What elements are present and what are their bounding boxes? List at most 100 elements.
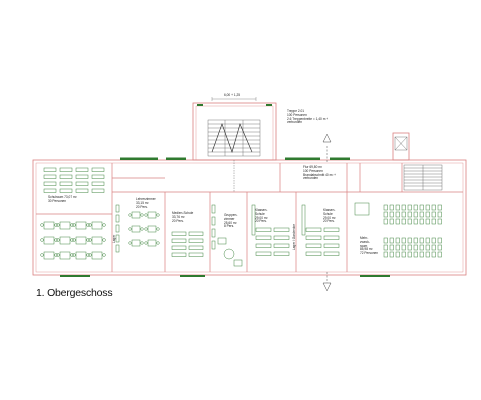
chair bbox=[72, 253, 76, 257]
chair bbox=[437, 244, 442, 251]
desk bbox=[305, 251, 322, 256]
desk bbox=[305, 227, 322, 232]
desk bbox=[255, 243, 272, 248]
chair bbox=[40, 238, 44, 242]
table bbox=[147, 211, 157, 219]
chair bbox=[425, 204, 430, 211]
chair bbox=[401, 244, 406, 251]
chair bbox=[389, 211, 394, 218]
table bbox=[43, 236, 55, 245]
table bbox=[147, 239, 157, 247]
chair bbox=[86, 223, 90, 227]
chair bbox=[144, 227, 148, 231]
chair bbox=[383, 244, 388, 251]
chair bbox=[419, 218, 424, 225]
chair bbox=[383, 204, 388, 211]
desk bbox=[188, 238, 204, 243]
desk bbox=[171, 252, 187, 257]
central-stairs bbox=[207, 119, 261, 192]
desk bbox=[91, 181, 105, 186]
chair bbox=[128, 227, 132, 231]
desk bbox=[59, 188, 73, 193]
shelf bbox=[115, 204, 120, 213]
chair bbox=[56, 238, 60, 242]
table bbox=[91, 221, 103, 230]
chair bbox=[128, 241, 132, 245]
desk bbox=[43, 167, 57, 172]
chair bbox=[431, 218, 436, 225]
chair bbox=[144, 241, 148, 245]
table bbox=[59, 236, 71, 245]
desk bbox=[273, 251, 290, 256]
chair bbox=[413, 244, 418, 251]
chair bbox=[401, 251, 406, 258]
table bbox=[131, 211, 141, 219]
chair bbox=[431, 251, 436, 258]
desk bbox=[323, 243, 340, 248]
desk bbox=[255, 227, 272, 232]
chair bbox=[40, 253, 44, 257]
chair bbox=[389, 251, 394, 258]
chair bbox=[401, 218, 406, 225]
chair bbox=[413, 218, 418, 225]
desk bbox=[171, 231, 187, 236]
section-markers bbox=[322, 133, 332, 292]
chair bbox=[401, 237, 406, 244]
chair bbox=[54, 223, 58, 227]
desk bbox=[323, 251, 340, 256]
chair bbox=[140, 227, 144, 231]
chair bbox=[425, 237, 430, 244]
shelf bbox=[211, 216, 216, 226]
chair bbox=[88, 238, 92, 242]
storage-label-right: Lager / Garderobe bbox=[292, 223, 296, 250]
desk bbox=[171, 238, 187, 243]
chair bbox=[383, 251, 388, 258]
chair bbox=[407, 244, 412, 251]
chair bbox=[437, 218, 442, 225]
desk bbox=[43, 188, 57, 193]
table bbox=[59, 221, 71, 230]
dimension-label: 6,00 + 1,25 bbox=[224, 93, 241, 97]
chair bbox=[413, 204, 418, 211]
chair bbox=[401, 211, 406, 218]
chair bbox=[407, 204, 412, 211]
dimension-line bbox=[211, 97, 257, 101]
outer-walls bbox=[32, 102, 467, 276]
chair bbox=[413, 211, 418, 218]
chair bbox=[72, 238, 76, 242]
shelf bbox=[211, 204, 216, 214]
desk bbox=[43, 181, 57, 186]
table bbox=[43, 221, 55, 230]
chair bbox=[401, 204, 406, 211]
shelf bbox=[115, 244, 120, 253]
chair bbox=[407, 211, 412, 218]
chair bbox=[54, 253, 58, 257]
table bbox=[147, 225, 157, 233]
table bbox=[91, 236, 103, 245]
chair bbox=[437, 204, 442, 211]
right-stairs bbox=[394, 136, 443, 191]
storage-label-left: Lager bbox=[112, 234, 116, 243]
chair bbox=[419, 251, 424, 258]
chair bbox=[395, 211, 400, 218]
round-table bbox=[223, 248, 235, 260]
chair bbox=[395, 204, 400, 211]
table bbox=[131, 225, 141, 233]
table bbox=[217, 237, 227, 245]
table bbox=[91, 251, 103, 260]
furniture bbox=[40, 167, 442, 267]
chair bbox=[144, 213, 148, 217]
chair bbox=[56, 223, 60, 227]
window-bands bbox=[60, 104, 390, 277]
desk bbox=[188, 231, 204, 236]
floor-title: 1. Obergeschoss bbox=[36, 287, 113, 299]
chair bbox=[54, 238, 58, 242]
chair bbox=[413, 251, 418, 258]
table bbox=[43, 251, 55, 260]
